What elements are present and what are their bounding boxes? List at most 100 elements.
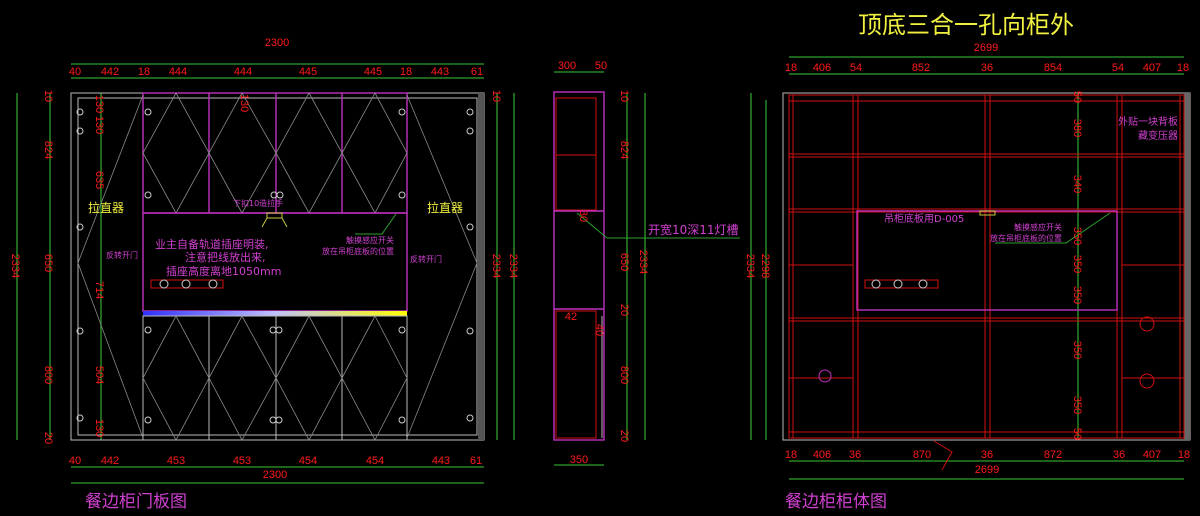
dimension-label: 442 xyxy=(101,66,119,78)
drawing-title: 顶底三合一孔向柜外 xyxy=(858,11,1074,39)
dimension-label: 444 xyxy=(169,66,187,78)
reverse-open-left: 反转开门 xyxy=(106,250,138,260)
dimension-label: 50 xyxy=(595,60,607,72)
dimension-label: 454 xyxy=(366,455,384,467)
switch-note-1: 触摸感应开关 xyxy=(346,235,394,245)
dimension-label: 2334 xyxy=(744,254,756,278)
dimension-label: 380 xyxy=(1071,119,1083,137)
body-bottom-dims: 18 406 36 870 36 872 36 407 18 2699 xyxy=(785,449,1190,476)
bottom-board-note: 吊柜底板用D-005 xyxy=(884,212,964,225)
dimension-label: 714 xyxy=(93,281,105,299)
door-left-dims: 10 824 650 800 20 2334 130 130 635 714 5… xyxy=(9,90,250,444)
dimension-label: 2300 xyxy=(263,469,287,481)
dimension-label: 406 xyxy=(813,62,831,74)
dimension-label: 350 xyxy=(1071,396,1083,414)
dimension-label: 445 xyxy=(364,66,382,78)
socket-note-1: 业主自备轨道插座明装, xyxy=(155,237,269,251)
dimension-label: 443 xyxy=(432,455,450,467)
dimension-label: 40 xyxy=(593,324,605,336)
dimension-label: 2334 xyxy=(507,254,519,278)
dimension-label: 130 xyxy=(93,95,105,113)
dimension-label: 407 xyxy=(1143,62,1161,74)
dimension-label: 10 xyxy=(42,90,54,102)
body-switch-note-2: 放在吊柜底板的位置 xyxy=(990,233,1062,243)
dimension-label: 852 xyxy=(912,62,930,74)
dimension-label: 406 xyxy=(813,449,831,461)
dimension-label: 2298 xyxy=(759,254,771,278)
body-elevation: 2699 18 406 54 852 36 854 54 407 18 18 4… xyxy=(744,42,1191,512)
dimension-label: 350 xyxy=(1071,286,1083,304)
reverse-open-right: 反转开门 xyxy=(410,254,442,264)
dimension-label: 350 xyxy=(570,454,588,466)
body-caption: 餐边柜柜体图 xyxy=(785,492,887,512)
dimension-label: 340 xyxy=(1071,175,1083,193)
dimension-label: 20 xyxy=(618,304,630,316)
backboard-note-2: 藏变压器 xyxy=(1138,129,1178,142)
dimension-label: 18 xyxy=(785,449,797,461)
light-slot-note: 开宽10深11灯槽 xyxy=(648,222,739,237)
body-switch-note-1: 触摸感应开关 xyxy=(1014,222,1062,232)
dimension-label: 453 xyxy=(233,455,251,467)
dimension-label: 444 xyxy=(234,66,252,78)
dimension-label: 54 xyxy=(1112,62,1124,74)
door-overall-width: 2300 xyxy=(265,37,289,49)
dimension-label: 453 xyxy=(167,455,185,467)
dimension-label: 407 xyxy=(1143,449,1161,461)
dimension-label: 130 xyxy=(238,94,250,112)
door-elevation: 2300 40 442 18 444 444 445 445 18 443 61… xyxy=(9,37,519,512)
dimension-label: 20 xyxy=(618,430,630,442)
dimension-label: 36 xyxy=(981,62,993,74)
dimension-label: 854 xyxy=(1044,62,1062,74)
dimension-label: 442 xyxy=(101,455,119,467)
dimension-label: 2699 xyxy=(975,464,999,476)
side-section: 300 50 350 开宽10深11灯槽 10 824 650 20 800 2… xyxy=(553,60,740,466)
dimension-label: 350 xyxy=(1071,227,1083,245)
puller-label-right: 拉直器 xyxy=(427,200,463,215)
dimension-label: 10 xyxy=(618,90,630,102)
dimension-label: 18 xyxy=(1178,449,1190,461)
dimension-label: 2334 xyxy=(490,254,502,278)
dimension-label: 635 xyxy=(93,171,105,189)
dimension-label: 800 xyxy=(42,366,54,384)
body-top-dims: 18 406 54 852 36 854 54 407 18 xyxy=(785,62,1189,74)
door-right-dims: 10 2334 2334 xyxy=(490,90,519,278)
dimension-label: 61 xyxy=(471,66,483,78)
dimension-label: 130 xyxy=(93,419,105,437)
dimension-label: 2334 xyxy=(9,254,21,278)
dimension-label: 30 xyxy=(577,210,589,222)
dimension-label: 18 xyxy=(138,66,150,78)
dimension-label: 350 xyxy=(1071,255,1083,273)
body-overall-width: 2699 xyxy=(974,42,998,54)
dimension-label: 824 xyxy=(618,141,630,159)
dimension-label: 36 xyxy=(1113,449,1125,461)
dimension-label: 18 xyxy=(785,62,797,74)
dimension-label: 443 xyxy=(431,66,449,78)
dimension-label: 300 xyxy=(558,60,576,72)
dimension-label: 10 xyxy=(490,90,502,102)
dimension-label: 61 xyxy=(470,455,482,467)
socket-note-2: 注意把线放出来, xyxy=(185,250,266,264)
dimension-label: 40 xyxy=(69,455,81,467)
dimension-label: 18 xyxy=(1177,62,1189,74)
dimension-label: 20 xyxy=(42,432,54,444)
door-bottom-dims: 40 442 453 453 454 454 443 61 2300 xyxy=(69,455,482,481)
dimension-label: 36 xyxy=(849,449,861,461)
dimension-label: 54 xyxy=(850,62,862,74)
dimension-label: 872 xyxy=(1044,449,1062,461)
switch-note-2: 放在吊柜底板的位置 xyxy=(322,246,394,256)
socket-note-3: 插座高度离地1050mm xyxy=(166,264,281,278)
dimension-label: 824 xyxy=(42,141,54,159)
dimension-label: 42 xyxy=(565,311,577,323)
body-shelf-dims: 50 380 340 350 350 350 350 350 50 xyxy=(1071,91,1083,440)
led-strip xyxy=(143,311,407,316)
dimension-label: 40 xyxy=(69,66,81,78)
door-top-dims: 40 442 18 444 444 445 445 18 443 61 xyxy=(69,66,483,78)
dimension-label: 650 xyxy=(42,254,54,272)
dimension-label: 650 xyxy=(618,253,630,271)
dimension-label: 18 xyxy=(400,66,412,78)
dimension-label: 454 xyxy=(299,455,317,467)
backboard-note-1: 外贴一块背板 xyxy=(1118,115,1178,128)
handle-note: 下扣10造拉手 xyxy=(233,198,283,208)
dimension-label: 130 xyxy=(93,116,105,134)
